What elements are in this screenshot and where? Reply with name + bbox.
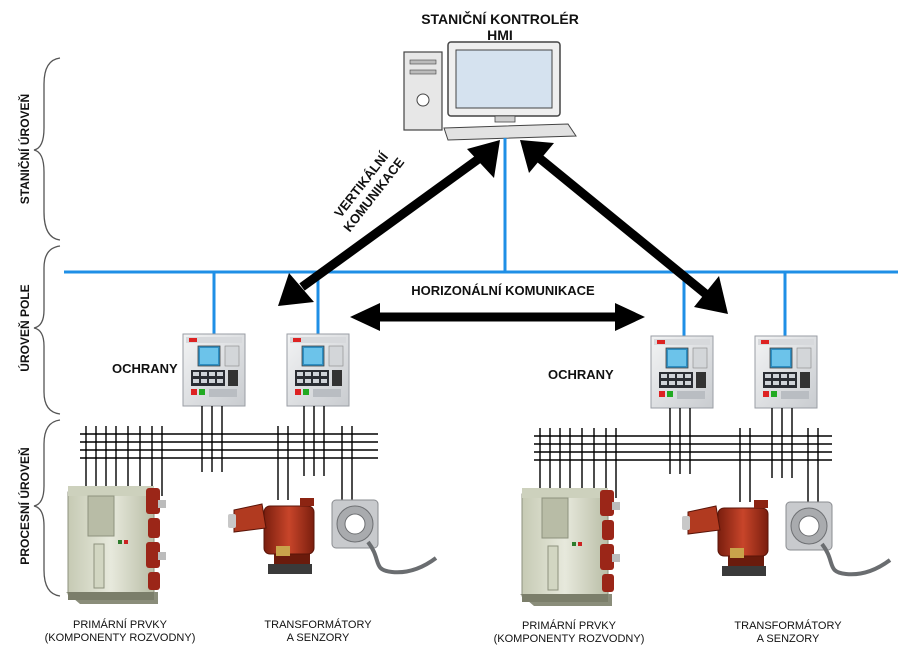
hmi-title-line2: HMI — [487, 27, 513, 44]
hmi-title: STANIČNÍ KONTROLÉR HMI — [405, 11, 595, 43]
transformers-caption-line1: TRANSFORMÁTORY — [734, 620, 842, 632]
level-brackets — [33, 57, 61, 597]
instrument-transformer-icon — [681, 499, 769, 577]
instrument-transformer-icon — [227, 497, 315, 575]
bay-level-label: ÚROVEŇ POLE — [18, 284, 32, 372]
protection-relay-icon — [650, 335, 714, 409]
process-wiring-right — [534, 408, 832, 502]
primary-caption-line1: PRIMÁRNÍ PRVKY — [73, 619, 167, 631]
circuit-breaker-icon — [65, 485, 167, 605]
protection-label-right: OCHRANY — [548, 367, 614, 382]
primary-caption-line2: (KOMPONENTY ROZVODNY) — [493, 632, 645, 645]
station-level-label: STANIČNÍ ÚROVEŇ — [18, 93, 32, 205]
horizontal-communication-label: HORIZONÁLNÍ KOMUNIKACE — [411, 283, 595, 298]
transformers-caption-left: TRANSFORMÁTORY A SENZORY — [243, 619, 393, 644]
transformers-caption-line2: A SENZORY — [756, 632, 820, 645]
process-wiring-left — [80, 406, 378, 500]
computer-icon — [403, 41, 577, 141]
transformers-caption-right: TRANSFORMÁTORY A SENZORY — [713, 620, 863, 645]
current-sensor-icon — [784, 500, 892, 577]
primary-elements-caption-left: PRIMÁRNÍ PRVKY (KOMPONENTY ROZVODNY) — [20, 619, 220, 644]
primary-caption-line1: PRIMÁRNÍ PRVKY — [522, 620, 616, 632]
protection-label-left: OCHRANY — [112, 361, 178, 376]
transformers-caption-line1: TRANSFORMÁTORY — [264, 619, 372, 631]
current-sensor-icon — [330, 498, 438, 575]
protection-relay-icon — [754, 335, 818, 409]
primary-caption-line2: (KOMPONENTY ROZVODNY) — [44, 631, 196, 644]
transformers-caption-line2: A SENZORY — [286, 631, 350, 644]
protection-relay-icon — [286, 333, 350, 407]
circuit-breaker-icon — [519, 487, 621, 607]
communication-bus — [64, 138, 898, 338]
hmi-title-line1: STANIČNÍ KONTROLÉR — [421, 11, 579, 27]
protection-relay-icon — [182, 333, 246, 407]
communication-arrows — [278, 140, 728, 331]
process-level-label: PROCESNÍ ÚROVEŇ — [18, 447, 32, 565]
primary-elements-caption-right: PRIMÁRNÍ PRVKY (KOMPONENTY ROZVODNY) — [469, 620, 669, 645]
